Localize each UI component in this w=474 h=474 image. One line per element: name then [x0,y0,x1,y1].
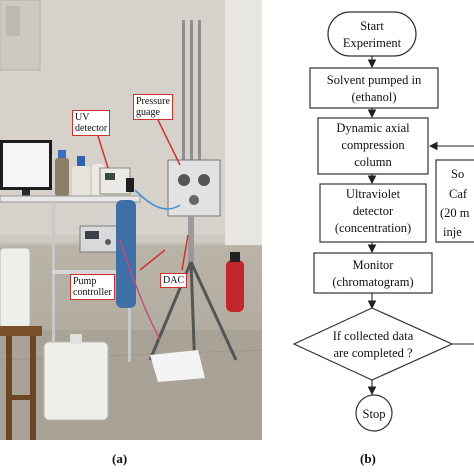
bottle-cap [58,150,66,158]
uv-callout-line1: UV [75,112,90,123]
fire-extinguisher [226,260,244,312]
pump-callout-line1: Pump [73,276,97,287]
sample-line1: So [451,167,464,181]
pump-knob [105,239,111,245]
uv-line1: Ultraviolet [346,187,401,201]
rack-post [52,202,55,362]
stop-label: Stop [363,407,386,421]
monitor-screen [3,143,49,187]
gas-cylinder [116,200,136,308]
rack-top-shelf [0,195,141,203]
pump-display [85,231,99,239]
column-line3: column [354,155,392,169]
tripod-leg [189,261,238,361]
column-node [317,117,429,175]
dac-callout-text: DAC [163,275,185,286]
flowchart: Start Experiment Solvent pumped in (etha… [292,11,474,432]
monitor-line1: Monitor [353,258,395,272]
cabinet-panel [6,6,20,36]
caption-a: (a) [112,451,128,466]
monitor-stand [22,190,30,198]
pressure-gauge-callout: Pressure guage [133,94,173,120]
stool-top [0,326,42,336]
side-wall [225,0,262,245]
pressure-gauge [178,174,190,186]
paper-sheet [150,350,205,382]
pressure-gauge [198,174,210,186]
column-rod [182,20,185,170]
tubing [119,239,161,341]
solvent-node [309,67,439,109]
uv-line3: (concentration) [335,221,411,235]
jerrycan [43,341,109,421]
sample-node [435,159,474,243]
tripod-stem [188,216,194,266]
uv-node [319,183,427,243]
decision-line1: If collected data [333,329,414,343]
lab-photo: UV detector Pressure guage Pump controll… [0,0,262,440]
solvent-line1: Solvent pumped in [327,73,422,87]
start-line2: Experiment [343,36,402,50]
sample-line3: (20 m [440,206,470,220]
solvent-line2: (ethanol) [351,90,396,104]
jerrycan-cap [70,334,82,344]
pump-pointer [139,249,166,271]
solvent-bottle [72,166,90,196]
bottle-cap [77,156,85,166]
monitor-line2: (chromatogram) [332,275,413,289]
column-rod [198,20,201,170]
decision-line2: are completed ? [333,346,413,360]
flow-cell [126,178,134,192]
monitor-node [313,252,433,294]
stop-node [355,394,393,432]
dac-callout: DAC [160,273,188,288]
stool-leg [6,336,12,440]
dac-pointer [181,234,189,271]
decision-node [292,307,454,381]
uv-line2: detector [353,204,394,218]
start-line1: Start [360,19,384,33]
stool-leg [30,336,36,440]
rack-mid-shelf [52,270,132,274]
uv-detector-unit [99,167,131,195]
reagent-bottle [55,158,69,196]
column-rod [190,20,193,170]
column-line1: Dynamic axial [336,121,410,135]
uv-pointer [97,135,109,169]
caption-b: (b) [360,451,376,466]
lab-photo-drawing [0,0,262,440]
uv-detector-callout: UV detector [72,110,111,136]
extinguisher-head [230,252,240,262]
pressure-callout-line1: Pressure [136,96,170,107]
tubing [134,189,181,210]
uv-callout-line2: detector [75,123,108,134]
pressure-pointer [157,119,181,166]
pressure-callout-line2: guage [136,107,160,118]
jerrycan [0,247,31,329]
valve [189,195,199,205]
sample-line4: inje [443,225,462,239]
stool-rung [6,395,36,400]
pump-callout-line2: controller [73,287,112,298]
sample-line2: Caf [449,187,468,201]
pump-controller-callout: Pump controller [70,274,115,300]
uv-display [105,173,115,180]
column-line2: compression [341,138,405,152]
